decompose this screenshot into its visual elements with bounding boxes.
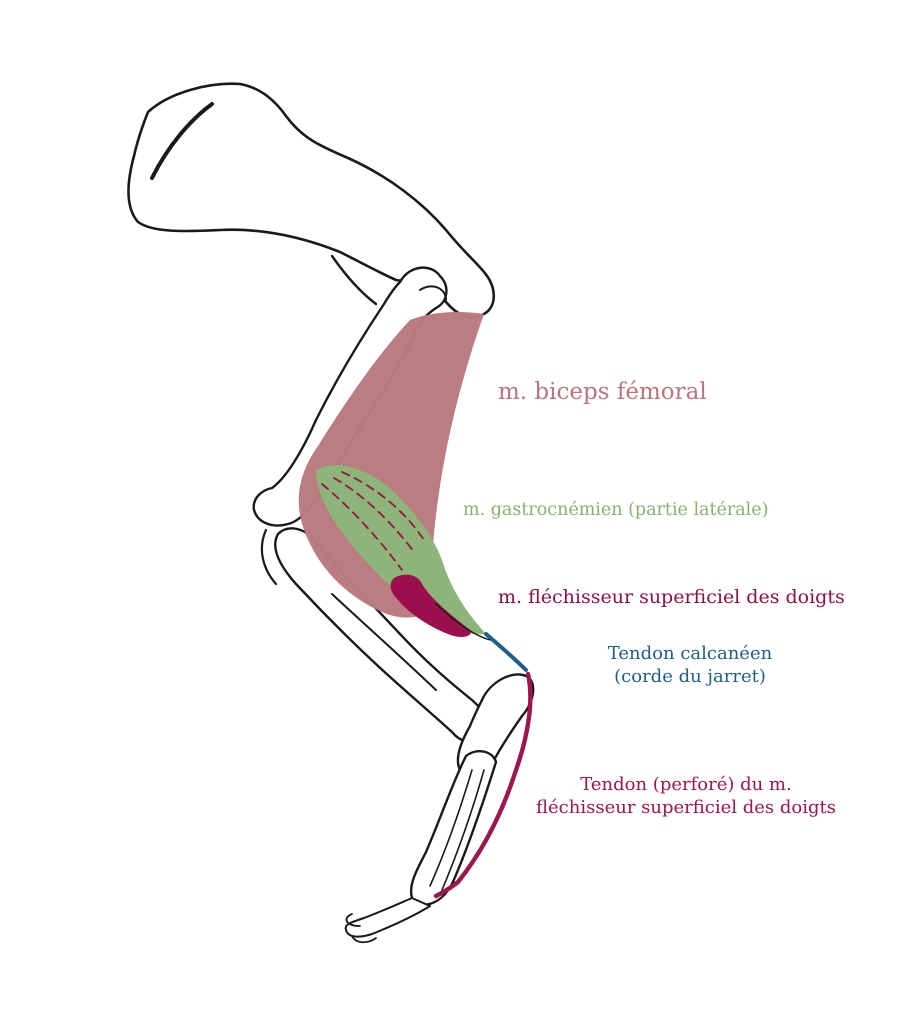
label-gastrocnemius: m. gastrocnémien (partie latérale) (463, 500, 769, 520)
metatarsal-line-1 (429, 769, 473, 887)
label-biceps-femoral: m. biceps fémoral (498, 379, 707, 405)
perforated-tendon (433, 671, 533, 899)
label-calcaneal-tendon-line-2: (corde du jarret) (614, 665, 766, 687)
pelvis-crest-line (150, 102, 214, 180)
metatarsal-line-2 (441, 769, 485, 891)
biceps-femoral-muscle (298, 312, 484, 618)
femur-trochanter (419, 285, 447, 301)
pelvis-ischium-line (330, 254, 378, 306)
femur-bone (252, 266, 448, 527)
gastrocnemius-muscle (316, 465, 486, 635)
claw-1 (351, 935, 377, 944)
fibula-bone (331, 593, 437, 691)
patella-bone (260, 528, 278, 586)
phalanges (344, 897, 431, 938)
superficial-flexor-muscle (390, 574, 471, 637)
label-calcaneal-tendon-line-1: Tendon calcanéen (607, 643, 773, 664)
label-perforated-tendon-line-2: fléchisseur superficiel des doigts (536, 796, 836, 818)
gastrocnemius-fiber-1 (321, 483, 403, 571)
gastrocnemius-fiber-2 (333, 477, 415, 553)
label-calcaneal-tendon: Tendon calcanéen (corde du jarret) (585, 643, 795, 688)
limb-outline (435, 603, 491, 641)
claw-2 (345, 913, 361, 927)
label-perforated-tendon-line-1: Tendon (perforé) du m. (580, 774, 792, 795)
calcaneal-tendon (484, 632, 528, 672)
label-perforated-tendon: Tendon (perforé) du m. fléchisseur super… (516, 774, 856, 819)
label-superficial-flexor: m. fléchisseur superficiel des doigts (498, 586, 845, 608)
